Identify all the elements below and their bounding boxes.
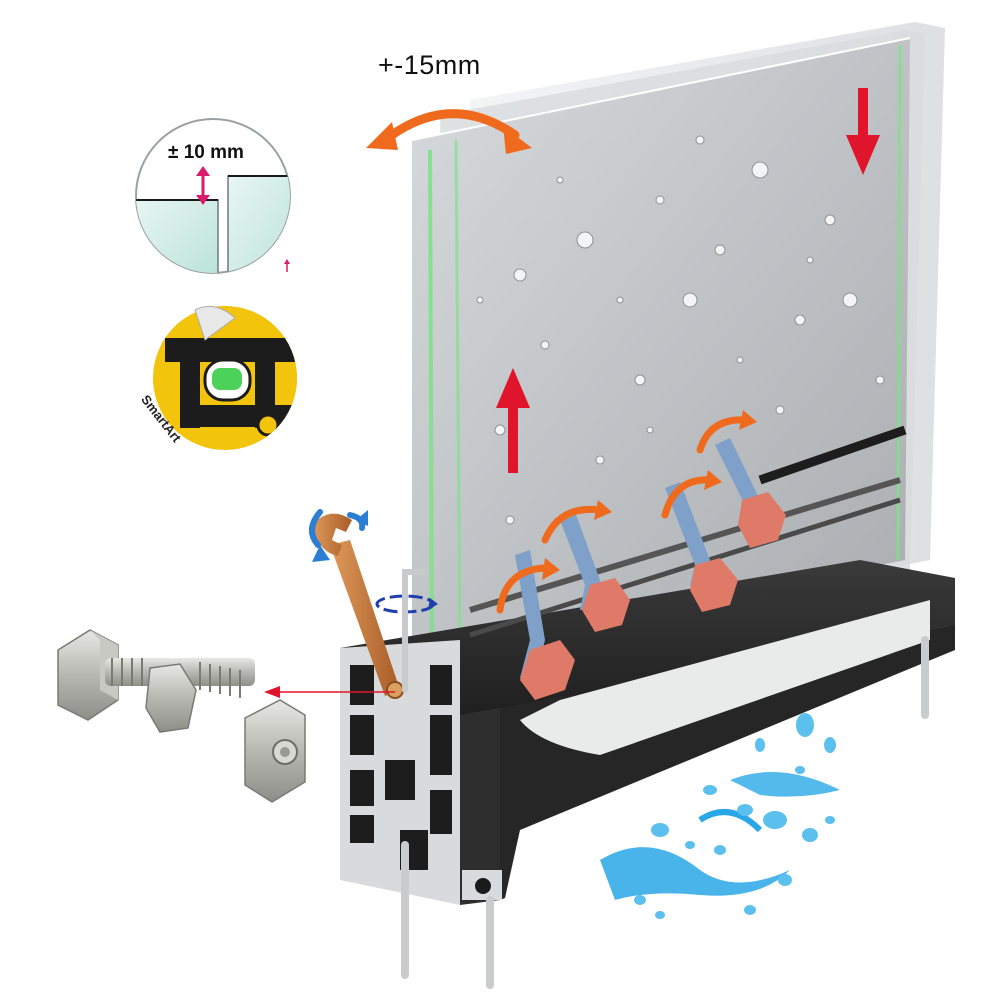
wedge-clamp	[515, 550, 575, 700]
adjust-range-label: +-15mm	[378, 50, 481, 80]
arrow-left-icon	[264, 686, 395, 698]
wedge-clamp	[715, 438, 786, 548]
adjusting-bolt-icon	[57, 629, 306, 803]
spirit-level-icon	[153, 305, 297, 450]
mounting-screws	[401, 636, 929, 989]
glass-panel	[411, 22, 945, 660]
clamp-mechanism	[469, 410, 907, 700]
allen-key	[402, 569, 426, 693]
tilt-adjust-arrow	[366, 109, 532, 154]
small-arrow-icon	[284, 259, 290, 272]
height-tolerance-label: ± 10 mm	[168, 142, 244, 163]
tolerance-arrow-icon	[196, 166, 210, 205]
wedge-clamp	[665, 482, 738, 612]
arrow-down-icon	[846, 88, 880, 175]
water-splash-icon	[600, 713, 840, 919]
water-droplets	[476, 135, 885, 525]
arrow-up-icon	[496, 368, 530, 473]
wedge-clamp	[560, 512, 630, 632]
base-profile	[340, 560, 955, 989]
rotation-arrow-orange	[496, 416, 749, 614]
